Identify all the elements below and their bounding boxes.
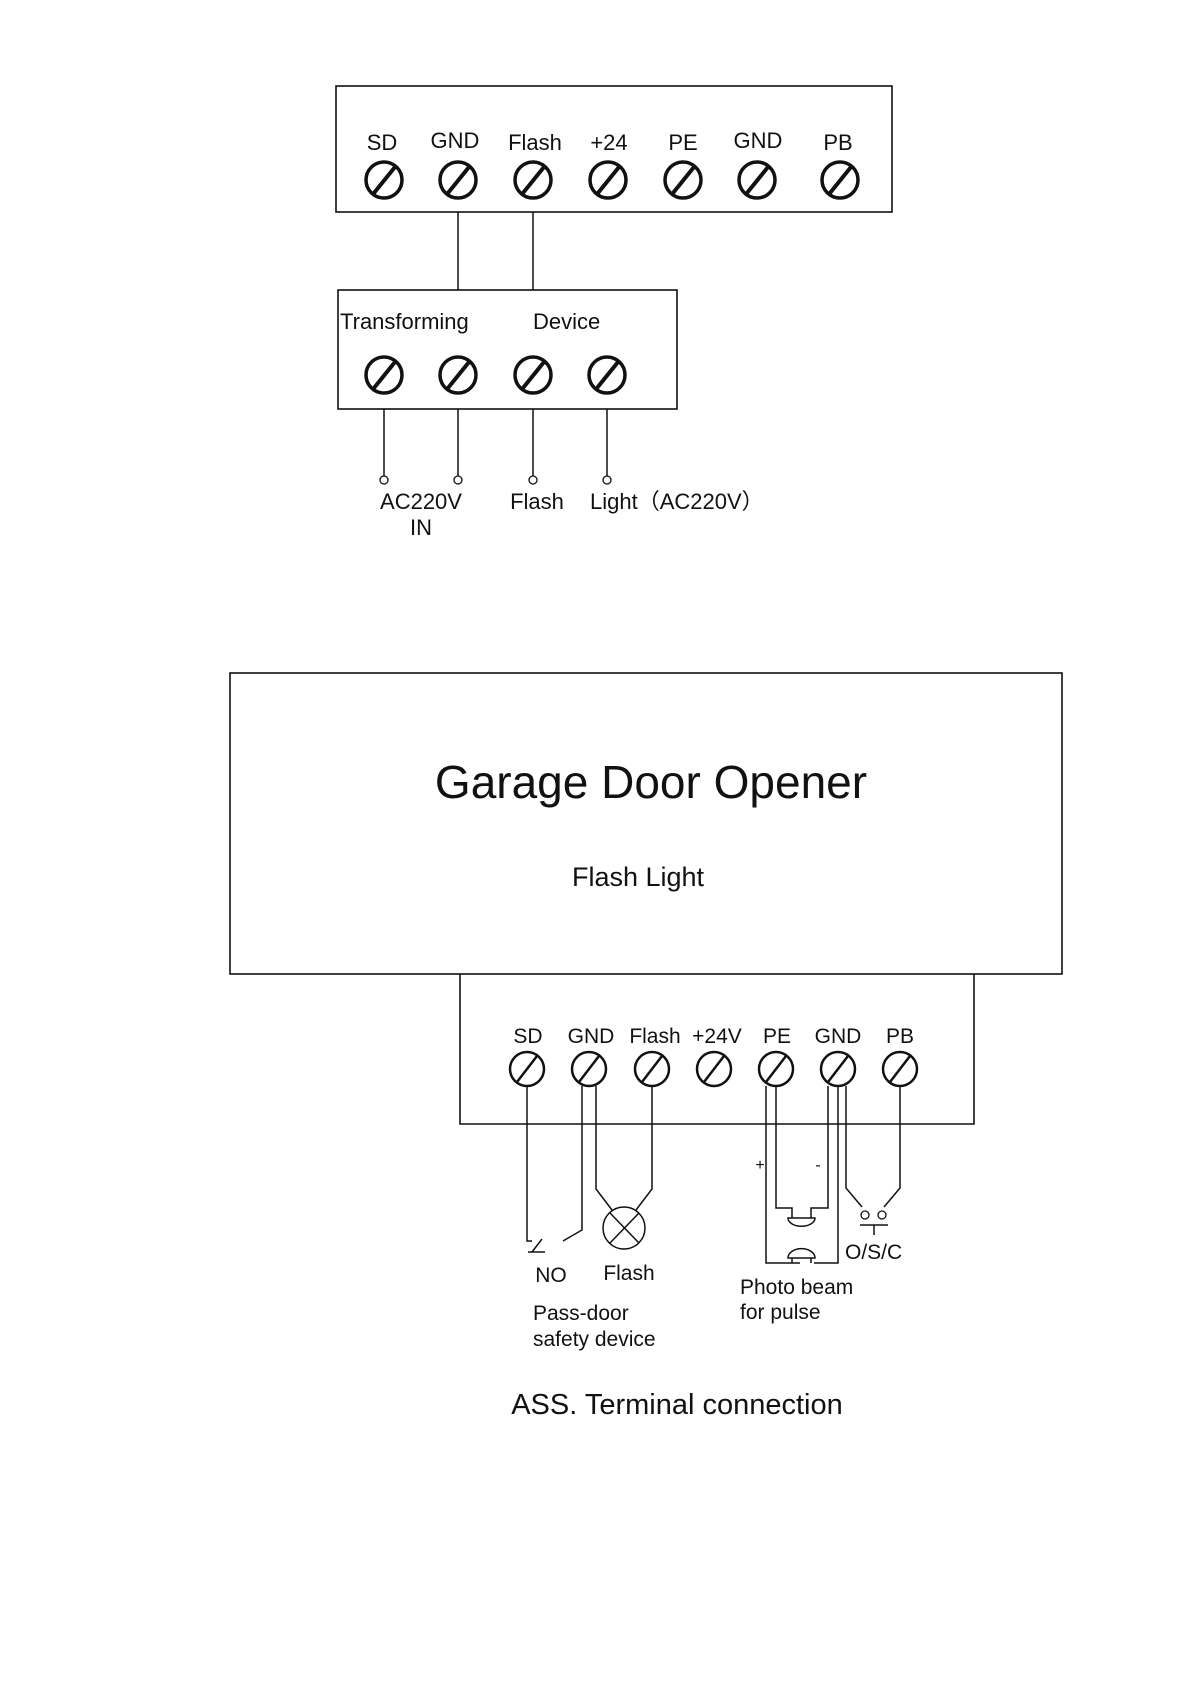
device-screws [366, 357, 625, 393]
opener-title: Garage Door Opener [435, 756, 867, 808]
top-label-pe: PE [668, 130, 697, 155]
label-flash-lamp: Flash [603, 1262, 654, 1285]
device-output-leads [380, 409, 611, 484]
device-screw-2-icon [440, 357, 476, 393]
label-ac220v: AC220V [380, 489, 462, 514]
top-screw-gnd2-icon [739, 162, 775, 198]
bottom-label-gnd2: GND [815, 1025, 862, 1048]
bottom-screw-flash-icon [635, 1052, 669, 1086]
device-title-left: Transforming [340, 309, 469, 334]
flash-lamp-icon [596, 1086, 652, 1249]
top-label-24: +24 [590, 130, 627, 155]
label-light-ac220v: Light（AC220V） [590, 489, 764, 514]
photo-beam-icon [766, 1086, 838, 1263]
bottom-label-flash: Flash [629, 1025, 680, 1048]
label-pass-door-1: Pass-door [533, 1302, 629, 1325]
top-label-flash: Flash [508, 130, 562, 155]
bottom-screw-gnd-icon [572, 1052, 606, 1086]
pass-door-switch-icon [527, 1086, 582, 1252]
top-label-pb: PB [823, 130, 852, 155]
opener-subtitle: Flash Light [572, 862, 705, 892]
bottom-screw-gnd2-icon [821, 1052, 855, 1086]
bottom-label-pb: PB [886, 1025, 914, 1048]
top-screw-pb-icon [822, 162, 858, 198]
bottom-screw-pe-icon [759, 1052, 793, 1086]
label-photo-beam-2: for pulse [740, 1301, 821, 1324]
opener-box [230, 673, 1062, 974]
top-screw-gnd-icon [440, 162, 476, 198]
osc-button-icon [846, 1086, 900, 1235]
top-terminal-labels: SD GND Flash +24 PE GND PB [367, 128, 853, 155]
label-in: IN [410, 515, 432, 540]
bottom-label-pe: PE [763, 1025, 791, 1048]
diagram-caption: ASS. Terminal connection [511, 1389, 843, 1421]
label-no: NO [535, 1264, 567, 1287]
photo-plus-sign: + [755, 1157, 764, 1174]
bottom-screw-24v-icon [697, 1052, 731, 1086]
top-screw-flash-icon [515, 162, 551, 198]
top-screw-pe-icon [665, 162, 701, 198]
device-title-right: Device [533, 309, 600, 334]
device-screw-3-icon [515, 357, 551, 393]
bottom-label-sd: SD [513, 1025, 542, 1048]
label-osc: O/S/C [845, 1241, 902, 1264]
top-screw-24-icon [590, 162, 626, 198]
bottom-screw-sd-icon [510, 1052, 544, 1086]
device-screw-4-icon [589, 357, 625, 393]
top-terminal-screws [366, 162, 858, 198]
label-device-flash: Flash [510, 489, 564, 514]
top-label-gnd2: GND [734, 128, 783, 153]
bottom-terminal-block [460, 974, 974, 1124]
bottom-terminal-labels: SD GND Flash +24V PE GND PB [513, 1025, 914, 1048]
top-screw-sd-icon [366, 162, 402, 198]
label-pass-door-2: safety device [533, 1328, 656, 1351]
bottom-label-gnd: GND [568, 1025, 615, 1048]
label-photo-beam-1: Photo beam [740, 1276, 853, 1299]
bottom-screw-pb-icon [883, 1052, 917, 1086]
bottom-terminal-screws [510, 1052, 917, 1086]
photo-minus-sign: - [815, 1157, 820, 1174]
top-label-gnd: GND [431, 128, 480, 153]
device-screw-1-icon [366, 357, 402, 393]
top-label-sd: SD [367, 130, 398, 155]
bottom-label-24v: +24V [692, 1025, 742, 1048]
